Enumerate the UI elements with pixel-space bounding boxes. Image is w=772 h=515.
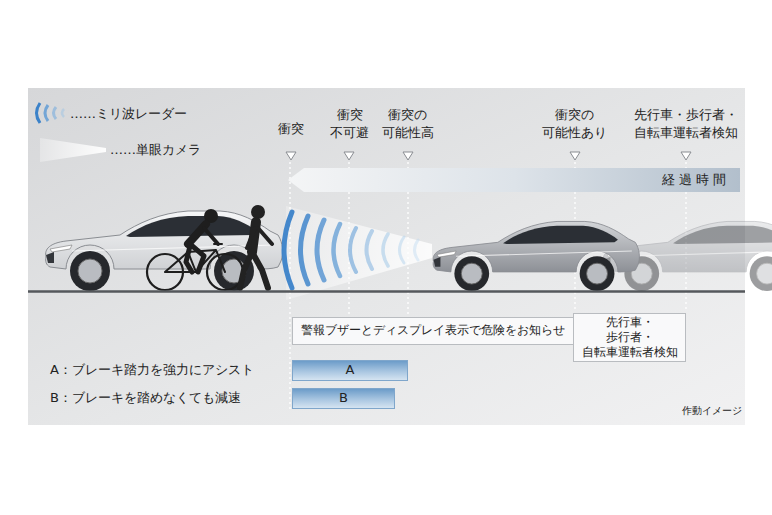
- radar-waves: [415, 240, 419, 260]
- own-car: [433, 221, 639, 291]
- timing-markers: [286, 152, 691, 160]
- legend-radar-icon: [54, 107, 57, 119]
- timing-markers: [286, 152, 296, 160]
- radar-waves: [284, 212, 292, 288]
- radar-waves: [400, 237, 405, 263]
- timing-markers: [403, 152, 413, 160]
- legend-radar-icon: [37, 103, 41, 123]
- preceding-car: [46, 211, 283, 291]
- legend-label: ……ミリ波レーダー: [70, 105, 187, 123]
- timing-label: 衝突の 可能性あり: [541, 106, 610, 141]
- timing-label: 衝突の 可能性高: [380, 106, 436, 141]
- radar-waves: [334, 224, 341, 276]
- timing-markers: [681, 152, 691, 160]
- timing-leader-lines: [290, 162, 686, 412]
- box-text: 先行車・歩行者・ 自転車運転者検知: [582, 315, 677, 360]
- radar-waves: [350, 228, 356, 272]
- time-arrow-band: 経過時間: [288, 168, 740, 192]
- radar-waves: [367, 231, 373, 269]
- legend-radar-icon: [45, 105, 48, 121]
- warning-box: 警報ブザーとディスプレイ表示で危険をお知らせ: [292, 317, 574, 345]
- brake-assist-bar: A: [292, 360, 408, 381]
- radar-waves: [383, 234, 388, 266]
- legend-label: ……単眼カメラ: [110, 141, 201, 159]
- legend-radar-icon: [62, 109, 64, 117]
- band-arrow-fill: [288, 168, 740, 192]
- radar-waves: [317, 220, 324, 280]
- pedestrian: [251, 205, 265, 219]
- cyclist: [186, 244, 204, 272]
- legend-radar-icon: [37, 103, 65, 123]
- image-note: 作動イメージ: [682, 404, 742, 418]
- band-label: 経過時間: [662, 172, 730, 189]
- cyclist: [147, 209, 243, 290]
- radar-waves: [301, 216, 309, 284]
- ground-line: [28, 290, 745, 293]
- timing-markers: [344, 152, 354, 160]
- camera-beam: [286, 206, 432, 300]
- brake-legend-note: A：ブレーキ踏力を強力にアシスト: [50, 361, 254, 379]
- timing-markers: [570, 152, 580, 160]
- detection-box: 先行車・歩行者・ 自転車運転者検知: [573, 313, 686, 362]
- timing-label: 衝突: [278, 120, 304, 138]
- box-text: 警報ブザーとディスプレイ表示で危険をお知らせ: [301, 323, 565, 339]
- pedestrian: [247, 228, 272, 248]
- legend-camera-icon: [40, 138, 106, 162]
- cyclist: [204, 228, 218, 244]
- pedestrian: [240, 252, 268, 288]
- timing-label: 衝突 不可避: [329, 106, 372, 141]
- cyclist: [165, 244, 225, 272]
- timing-label: 先行車・歩行者・ 自転車運転者検知: [632, 106, 740, 141]
- auto-brake-bar: B: [292, 388, 395, 409]
- bar-letter: A: [346, 362, 355, 379]
- radar-waves: [284, 212, 418, 288]
- pedestrian: [240, 205, 272, 288]
- brake-legend-note: B：ブレーキを踏めなくても減速: [50, 389, 241, 407]
- bar-letter: B: [339, 390, 348, 407]
- background-panel: [28, 88, 745, 425]
